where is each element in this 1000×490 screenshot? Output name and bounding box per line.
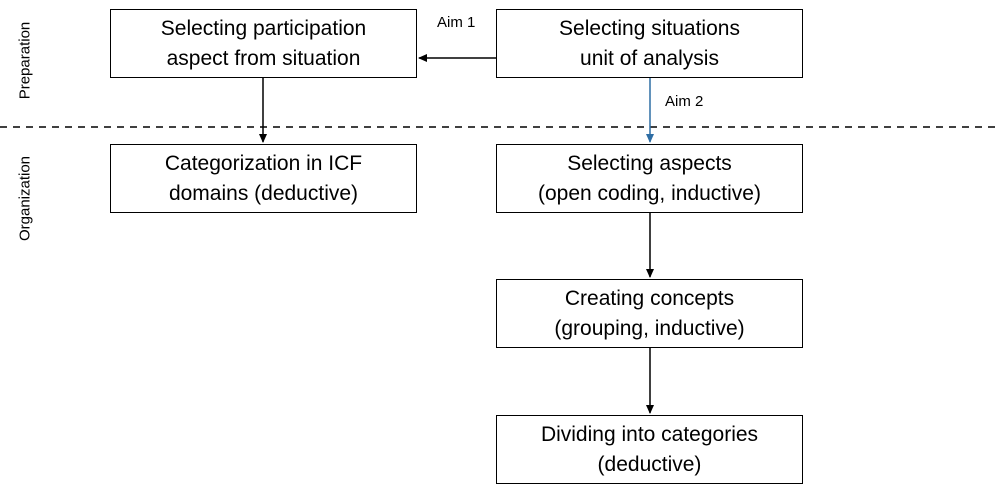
box-selecting-aspects: Selecting aspects (open coding, inductiv… xyxy=(496,144,803,213)
box-dividing-categories-text: Dividing into categories (deductive) xyxy=(540,422,759,476)
box-selecting-aspects-text: Selecting aspects (open coding, inductiv… xyxy=(538,151,761,205)
box-dividing-categories: Dividing into categories (deductive) xyxy=(496,415,803,484)
phase-label-organization: Organization xyxy=(16,155,34,242)
box-icf-categorization: Categorization in ICF domains (deductive… xyxy=(110,144,417,213)
box-icf-categorization-text: Categorization in ICF domains (deductive… xyxy=(164,151,363,205)
phase-label-preparation: Preparation xyxy=(16,21,34,100)
box-creating-concepts: Creating concepts (grouping, inductive) xyxy=(496,279,803,348)
box-situations-unit-text: Selecting situations unit of analysis xyxy=(559,16,740,70)
aim1-label: Aim 1 xyxy=(437,14,476,31)
box-participation-aspect: Selecting participation aspect from situ… xyxy=(110,9,417,78)
aim2-label: Aim 2 xyxy=(665,93,704,110)
box-participation-aspect-text: Selecting participation aspect from situ… xyxy=(160,16,367,70)
box-situations-unit: Selecting situations unit of analysis xyxy=(496,9,803,78)
box-creating-concepts-text: Creating concepts (grouping, inductive) xyxy=(554,286,745,340)
